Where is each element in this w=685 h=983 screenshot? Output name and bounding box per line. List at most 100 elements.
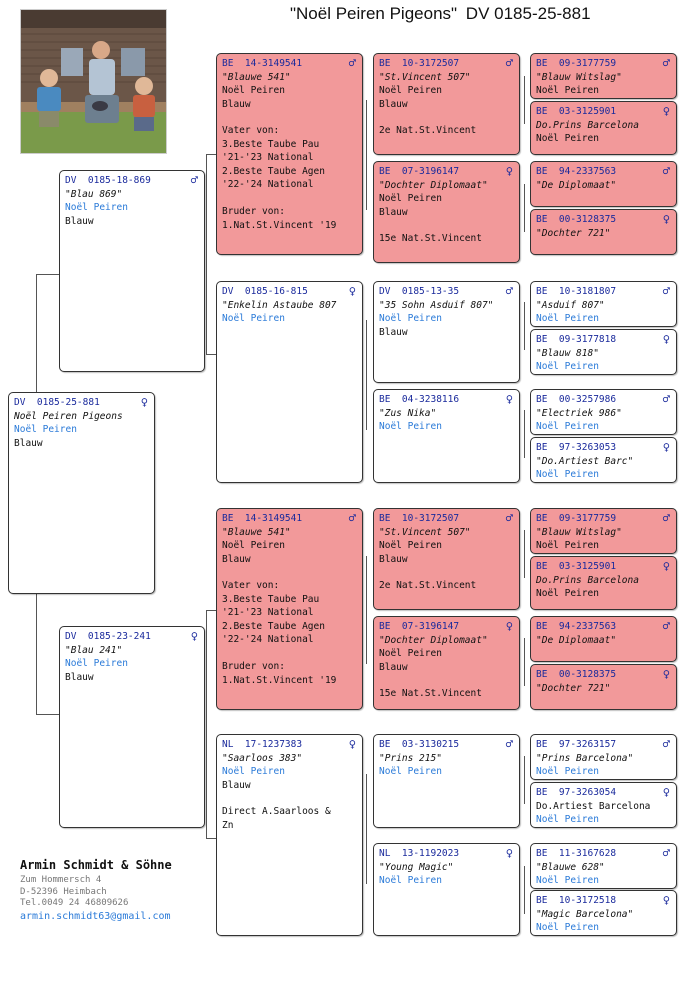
pigeon-name: Noël Peiren Pigeons	[14, 410, 123, 422]
breeder-name: Noël Peiren	[379, 85, 442, 96]
breeder-photo	[20, 9, 167, 154]
breeder-name: Noël Peiren	[536, 766, 599, 777]
breeder-name: Noël Peiren	[379, 648, 442, 659]
pigeon-color: Blauw	[379, 326, 408, 338]
pedigree-card-sd[interactable]: DV 0185-16-815 ♀ "Enkelin Astaube 807 No…	[216, 281, 363, 483]
pedigree-card-ssds[interactable]: BE 94-2337563 ♂ "De Diplomaat"	[530, 161, 677, 207]
ring-number: BE 00-3128375	[536, 669, 617, 680]
pedigree-card-ddds[interactable]: BE 11-3167628 ♂ "Blauwe 628" Noël Peiren	[530, 843, 677, 889]
pedigree-card-sddd[interactable]: BE 97-3263053 ♀ "Do.Artiest Barc" Noël P…	[530, 437, 677, 483]
male-symbol-icon: ♂	[662, 737, 670, 751]
pigeon-name: "Electriek 986"	[536, 407, 622, 419]
pedigree-card-ddd[interactable]: NL 13-1192023 ♀ "Young Magic" Noël Peire…	[373, 843, 520, 936]
pigeon-color: Blauw	[379, 98, 408, 110]
pedigree-card-ssss[interactable]: BE 09-3177759 ♂ "Blauw Witslag" Noël Pei…	[530, 53, 677, 99]
pedigree-card-dssd[interactable]: BE 03-3125901 ♀ Do.Prins Barcelona Noël …	[530, 556, 677, 610]
pedigree-card-ds[interactable]: BE 14-3149541 ♂ "Blauwe 541" Noël Peiren…	[216, 508, 363, 710]
pigeon-notes: 2e Nat.St.Vincent	[379, 125, 477, 136]
connector-line	[524, 530, 525, 578]
pigeon-name: "Blauwe 628"	[536, 861, 605, 873]
pedigree-title: "Noël Peiren Pigeons" DV 0185-25-881	[290, 4, 680, 24]
breeder-name: Noël Peiren	[14, 424, 77, 435]
connector-line	[36, 594, 37, 714]
pedigree-card-dddd[interactable]: BE 10-3172518 ♀ "Magic Barcelona" Noël P…	[530, 890, 677, 936]
pedigree-card-dss[interactable]: BE 10-3172507 ♂ "St.Vincent 507" Noël Pe…	[373, 508, 520, 610]
pedigree-card-sds[interactable]: DV 0185-13-35 ♂ "35 Sohn Asduif 807" Noë…	[373, 281, 520, 383]
pedigree-card-dds[interactable]: BE 03-3130215 ♂ "Prins 215" Noël Peiren	[373, 734, 520, 828]
male-symbol-icon: ♂	[662, 619, 670, 633]
male-symbol-icon: ♂	[505, 284, 513, 298]
pigeon-name: "Blauw Witslag"	[536, 526, 622, 538]
male-symbol-icon: ♂	[662, 511, 670, 525]
pigeon-color: Blauw	[379, 661, 408, 673]
pedigree-card-sss[interactable]: BE 10-3172507 ♂ "St.Vincent 507" Noël Pe…	[373, 53, 520, 155]
pedigree-card-sdd[interactable]: BE 04-3238116 ♀ "Zus Nika" Noël Peiren	[373, 389, 520, 483]
breeder-name: Noël Peiren	[379, 421, 442, 432]
pigeon-name: "Dochter 721"	[536, 227, 611, 239]
pedigree-card-dsdd[interactable]: BE 00-3128375 ♀ "Dochter 721"	[530, 664, 677, 710]
breeder-name: Noël Peiren	[536, 540, 599, 551]
pigeon-name: "Prins 215"	[379, 752, 442, 764]
pigeon-name: "Do.Artiest Barc"	[536, 455, 634, 467]
breeder-name: Noël Peiren	[65, 202, 128, 213]
male-symbol-icon: ♂	[190, 173, 198, 187]
breeder-name: Noël Peiren	[222, 85, 285, 96]
female-symbol-icon: ♀	[190, 629, 198, 643]
female-symbol-icon: ♀	[505, 846, 513, 860]
pigeon-name: "Zus Nika"	[379, 407, 437, 419]
ring-number: BE 00-3257986	[536, 394, 617, 405]
male-symbol-icon: ♂	[505, 511, 513, 525]
pigeon-color: Blauw	[65, 215, 94, 227]
pedigree-card-dsss[interactable]: BE 09-3177759 ♂ "Blauw Witslag" Noël Pei…	[530, 508, 677, 554]
pigeon-name: "Asduif 807"	[536, 299, 605, 311]
pedigree-card-dam[interactable]: DV 0185-23-241 ♀ "Blau 241" Noël Peiren …	[59, 626, 205, 828]
pedigree-card-ssdd[interactable]: BE 00-3128375 ♀ "Dochter 721"	[530, 209, 677, 255]
male-symbol-icon: ♂	[662, 284, 670, 298]
ring-number: BE 14-3149541	[222, 513, 303, 524]
owner-contact-block: Armin Schmidt & Söhne Zum Hommersch 4 D-…	[20, 858, 220, 923]
ring-number: BE 97-3263054	[536, 787, 617, 798]
connector-line	[206, 610, 207, 838]
pedigree-card-sire[interactable]: DV 0185-18-869 ♂ "Blau 869" Noël Peiren …	[59, 170, 205, 372]
ring-number: BE 10-3172518	[536, 895, 617, 906]
female-symbol-icon: ♀	[505, 164, 513, 178]
female-symbol-icon: ♀	[662, 785, 670, 799]
pedigree-card-ssd[interactable]: BE 07-3196147 ♀ "Dochter Diplomaat" Noël…	[373, 161, 520, 263]
male-symbol-icon: ♂	[662, 392, 670, 406]
ring-number: DV 0185-13-35	[379, 286, 460, 297]
male-symbol-icon: ♂	[662, 164, 670, 178]
ring-number: BE 94-2337563	[536, 621, 617, 632]
pigeon-name: "Blau 869"	[65, 188, 123, 200]
pigeon-color: Blauw	[14, 437, 43, 449]
pedigree-card-dsd[interactable]: BE 07-3196147 ♀ "Dochter Diplomaat" Noël…	[373, 616, 520, 710]
pigeon-name: "Blauw 818"	[536, 347, 599, 359]
pigeon-notes: Vater von: 3.Beste Taube Pau '21-'23 Nat…	[222, 125, 337, 231]
pedigree-card-dd[interactable]: NL 17-1237383 ♀ "Saarloos 383" Noël Peir…	[216, 734, 363, 936]
owner-email-link[interactable]: armin.schmidt63@gmail.com	[20, 910, 171, 922]
female-symbol-icon: ♀	[662, 212, 670, 226]
pedigree-card-sdds[interactable]: BE 00-3257986 ♂ "Electriek 986" Noël Pei…	[530, 389, 677, 435]
ring-number: BE 97-3263157	[536, 739, 617, 750]
pigeon-name: "De Diplomaat"	[536, 634, 617, 646]
ring-number: BE 97-3263053	[536, 442, 617, 453]
connector-line	[366, 320, 367, 430]
pigeon-color: Blauw	[222, 553, 251, 565]
pedigree-card-sdss[interactable]: BE 10-3181807 ♂ "Asduif 807" Noël Peiren	[530, 281, 677, 327]
pigeon-notes: 2e Nat.St.Vincent	[379, 580, 477, 591]
pedigree-card-sdsd[interactable]: BE 09-3177818 ♀ "Blauw 818" Noël Peiren	[530, 329, 677, 375]
breeder-name: Noël Peiren	[379, 875, 442, 886]
breeder-name: Noël Peiren	[536, 814, 599, 825]
ring-number: BE 14-3149541	[222, 58, 303, 69]
ring-number: DV 0185-25-881	[14, 397, 100, 408]
connector-line	[524, 410, 525, 458]
breeder-name: Noël Peiren	[536, 922, 599, 933]
pedigree-title-ring: DV 0185-25-881	[465, 4, 591, 23]
pedigree-card-sssd[interactable]: BE 03-3125901 ♀ Do.Prins Barcelona Noël …	[530, 101, 677, 155]
pedigree-card-dsds[interactable]: BE 94-2337563 ♂ "De Diplomaat"	[530, 616, 677, 662]
pedigree-card-ddss[interactable]: BE 97-3263157 ♂ "Prins Barcelona" Noël P…	[530, 734, 677, 780]
pigeon-name: Do.Prins Barcelona	[536, 574, 639, 586]
pedigree-card-ddsd[interactable]: BE 97-3263054 ♀ Do.Artiest Barcelona Noë…	[530, 782, 677, 828]
pigeon-name: "Magic Barcelona"	[536, 908, 634, 920]
pedigree-card-ss[interactable]: BE 14-3149541 ♂ "Blauwe 541" Noël Peiren…	[216, 53, 363, 255]
pedigree-card-subject[interactable]: DV 0185-25-881 ♀ Noël Peiren Pigeons Noë…	[8, 392, 155, 594]
